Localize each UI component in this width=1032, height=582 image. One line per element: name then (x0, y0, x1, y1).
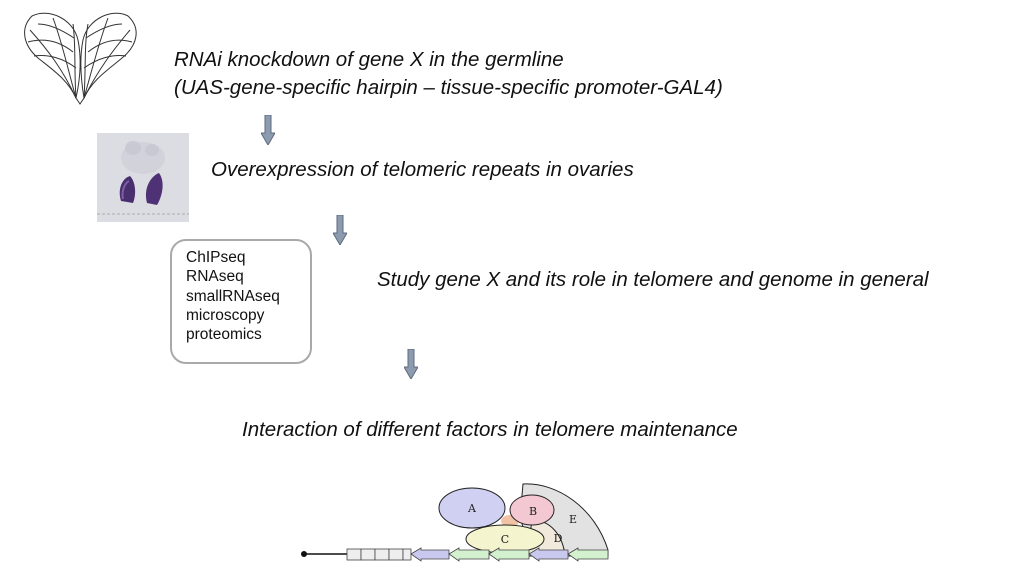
telomere-complex-diagram: A B C D E (301, 483, 609, 562)
step1-text: RNAi knockdown of gene X in the germline… (174, 46, 723, 102)
down-arrow-icon (333, 215, 347, 245)
retrotransposon-arrow (567, 547, 609, 562)
step2-text: Overexpression of telomeric repeats in o… (211, 158, 634, 181)
retrotransposon-arrow (410, 547, 450, 562)
repeat-block (360, 548, 376, 561)
ovary-staining-image (97, 133, 189, 222)
step1-line1: RNAi knockdown of gene X in the germline (174, 48, 564, 71)
step4-text: Interaction of different factors in telo… (242, 418, 738, 441)
step3-text: Study gene X and its role in telomere an… (377, 268, 929, 291)
repeat-block (388, 548, 404, 561)
method-item: microscopy (186, 306, 265, 324)
retrotransposon-arrow (448, 547, 490, 562)
method-item: ChIPseq (186, 249, 246, 266)
factor-c-label: C (501, 533, 509, 546)
down-arrow-icon (261, 115, 275, 145)
factor-b-label: B (529, 505, 537, 518)
factor-e-label: E (569, 513, 577, 526)
factor-b (509, 494, 555, 526)
ovary-sketch (24, 12, 137, 105)
method-item: proteomics (186, 326, 262, 344)
retrotransposon-arrow (488, 547, 530, 562)
repeat-block (402, 548, 412, 561)
down-arrow-icon (404, 349, 418, 379)
method-item: smallRNAseq (186, 287, 280, 305)
dna-end-dot (301, 551, 307, 557)
methods-box: ChIPseq RNAseq smallRNAseq microscopy pr… (170, 239, 312, 364)
factor-a-label: A (467, 502, 477, 515)
method-item: RNAseq (186, 268, 244, 286)
retrotransposon-arrow (528, 547, 569, 562)
factor-a (438, 487, 506, 529)
repeat-block (374, 548, 390, 561)
repeat-block (346, 548, 362, 561)
factor-d-label: D (554, 532, 563, 545)
step1-line2: (UAS-gene-specific hairpin – tissue-spec… (174, 76, 723, 99)
